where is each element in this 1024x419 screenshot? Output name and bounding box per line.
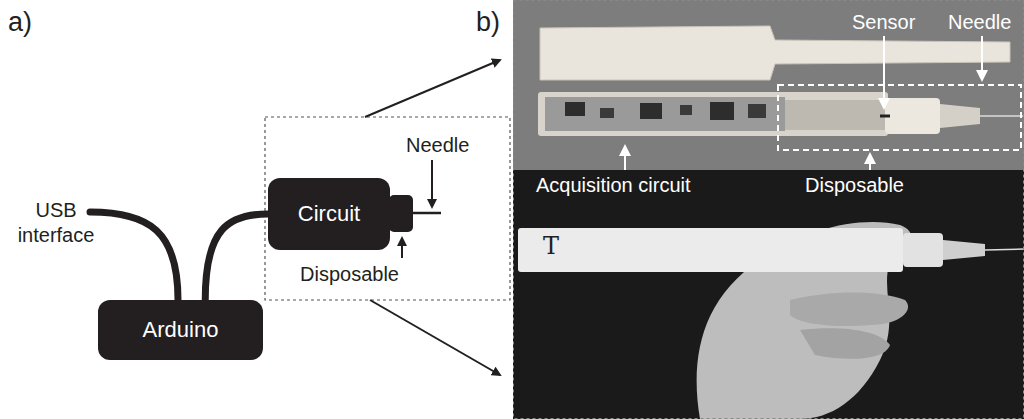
photo-callout: Disposable (805, 173, 904, 197)
chip (600, 108, 614, 118)
text-label: b) (476, 6, 500, 38)
text-label: USB interface (0, 198, 112, 248)
needle-hub (940, 104, 980, 128)
process-box: Arduino (98, 300, 263, 360)
disposable-hub (885, 98, 940, 134)
glove-finger (790, 293, 908, 327)
zoom-arrow (365, 60, 500, 117)
chip (640, 103, 662, 119)
leader-arrow (981, 36, 983, 80)
pen-needle-hub (943, 240, 985, 260)
leader-arrow (883, 36, 885, 108)
glove-finger (800, 328, 890, 359)
cable-connector (205, 214, 268, 300)
photo-border (514, 1, 1024, 419)
pen-disposable (903, 233, 943, 267)
photo-callout: Sensor (852, 10, 915, 34)
needle-line (413, 212, 441, 215)
zoom-arrow (370, 300, 500, 375)
leader-arrow (869, 154, 871, 170)
housing-half (540, 26, 1010, 80)
chip (680, 105, 692, 115)
photo-callout: Acquisition circuit (536, 173, 691, 197)
box-label: Circuit (298, 201, 360, 227)
pen-housing (518, 228, 903, 272)
text-label: T (543, 232, 559, 261)
usb-cable (90, 212, 178, 300)
pen-needle (985, 249, 1024, 250)
sensor-element (880, 115, 890, 118)
photo-bottom-background (513, 170, 1024, 419)
process-box: Circuit (268, 178, 390, 250)
chip (748, 104, 766, 118)
disposable-block (389, 195, 413, 232)
text-label: Disposable (300, 262, 399, 286)
needle (980, 115, 1024, 117)
pcb (545, 97, 785, 131)
photo-callout: Needle (948, 10, 1011, 34)
disposable-tube (785, 100, 885, 130)
leader-arrow (624, 146, 626, 170)
text-label: a) (8, 6, 32, 38)
disposable-highlight (778, 85, 1021, 150)
zoom-box (265, 117, 510, 300)
box-label: Arduino (143, 317, 219, 343)
text-label: Needle (406, 133, 469, 157)
chip (565, 102, 585, 116)
photo-top-background (513, 0, 1024, 170)
leader-arrow (401, 238, 403, 258)
chip (710, 102, 734, 120)
leader-arrow (431, 160, 433, 207)
housing-lower (538, 92, 888, 136)
